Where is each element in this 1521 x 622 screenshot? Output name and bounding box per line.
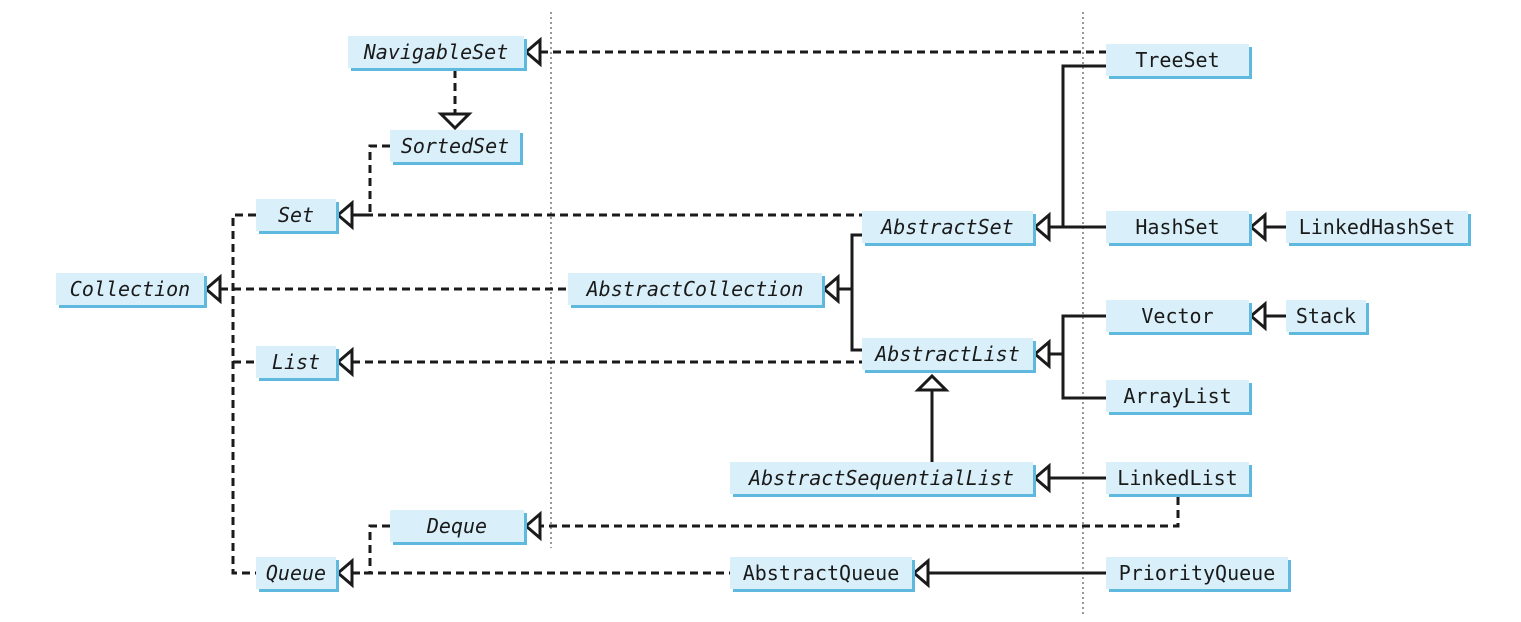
node-list: List — [256, 346, 336, 378]
arrow-abstractset — [1032, 211, 1051, 243]
edge-set-list-queue-to-collection — [231, 213, 256, 575]
node-linkedhashset: LinkedHashSet — [1286, 211, 1468, 243]
node-hashset: HashSet — [1106, 211, 1249, 243]
arrow-collection-from-interfaces — [203, 273, 222, 305]
arrow-hashset — [1248, 211, 1267, 243]
edge-treeset-to-abstractset — [1061, 64, 1106, 227]
node-abstractcollection: AbstractCollection — [568, 273, 822, 305]
arrow-abstractlist — [1032, 338, 1051, 370]
arrow-set — [335, 199, 354, 231]
node-queue: Queue — [256, 557, 336, 589]
edge-linkedlist-to-deque — [540, 497, 1180, 528]
arrow-navigableset — [523, 36, 542, 68]
node-collection: Collection — [56, 273, 204, 305]
edge-deque-to-queue — [352, 524, 390, 575]
arrow-list — [335, 346, 354, 378]
node-sortedset: SortedSet — [390, 130, 520, 162]
edge-sortedset-to-set — [352, 144, 390, 217]
arrow-queue — [335, 557, 354, 589]
edge-vector-arraylist-to-abstractlist — [1061, 314, 1106, 400]
node-vector: Vector — [1106, 300, 1249, 332]
node-stack: Stack — [1286, 300, 1366, 332]
node-priorityqueue: PriorityQueue — [1106, 557, 1288, 589]
arrow-deque — [523, 510, 542, 542]
node-abstractlist: AbstractList — [862, 338, 1033, 370]
node-abstractsequentiallist: AbstractSequentialList — [730, 462, 1033, 494]
edge-abstractset-abstractlist-to-abstractcollection — [850, 233, 862, 352]
node-treeset: TreeSet — [1106, 44, 1249, 76]
arrow-abstractcollection — [821, 273, 840, 305]
arrow-abstractsequentiallist — [1032, 462, 1051, 494]
arrow-abstractqueue — [911, 557, 930, 589]
node-set: Set — [256, 199, 336, 231]
arrow-abstractlist-up — [914, 373, 950, 392]
node-deque: Deque — [390, 510, 524, 542]
node-abstractset: AbstractSet — [862, 211, 1033, 243]
node-linkedlist: LinkedList — [1106, 462, 1249, 494]
node-abstractqueue: AbstractQueue — [730, 557, 912, 589]
node-navigableset: NavigableSet — [348, 36, 524, 68]
arrow-sortedset — [437, 112, 473, 131]
node-arraylist: ArrayList — [1106, 380, 1249, 412]
arrow-vector — [1248, 300, 1267, 332]
